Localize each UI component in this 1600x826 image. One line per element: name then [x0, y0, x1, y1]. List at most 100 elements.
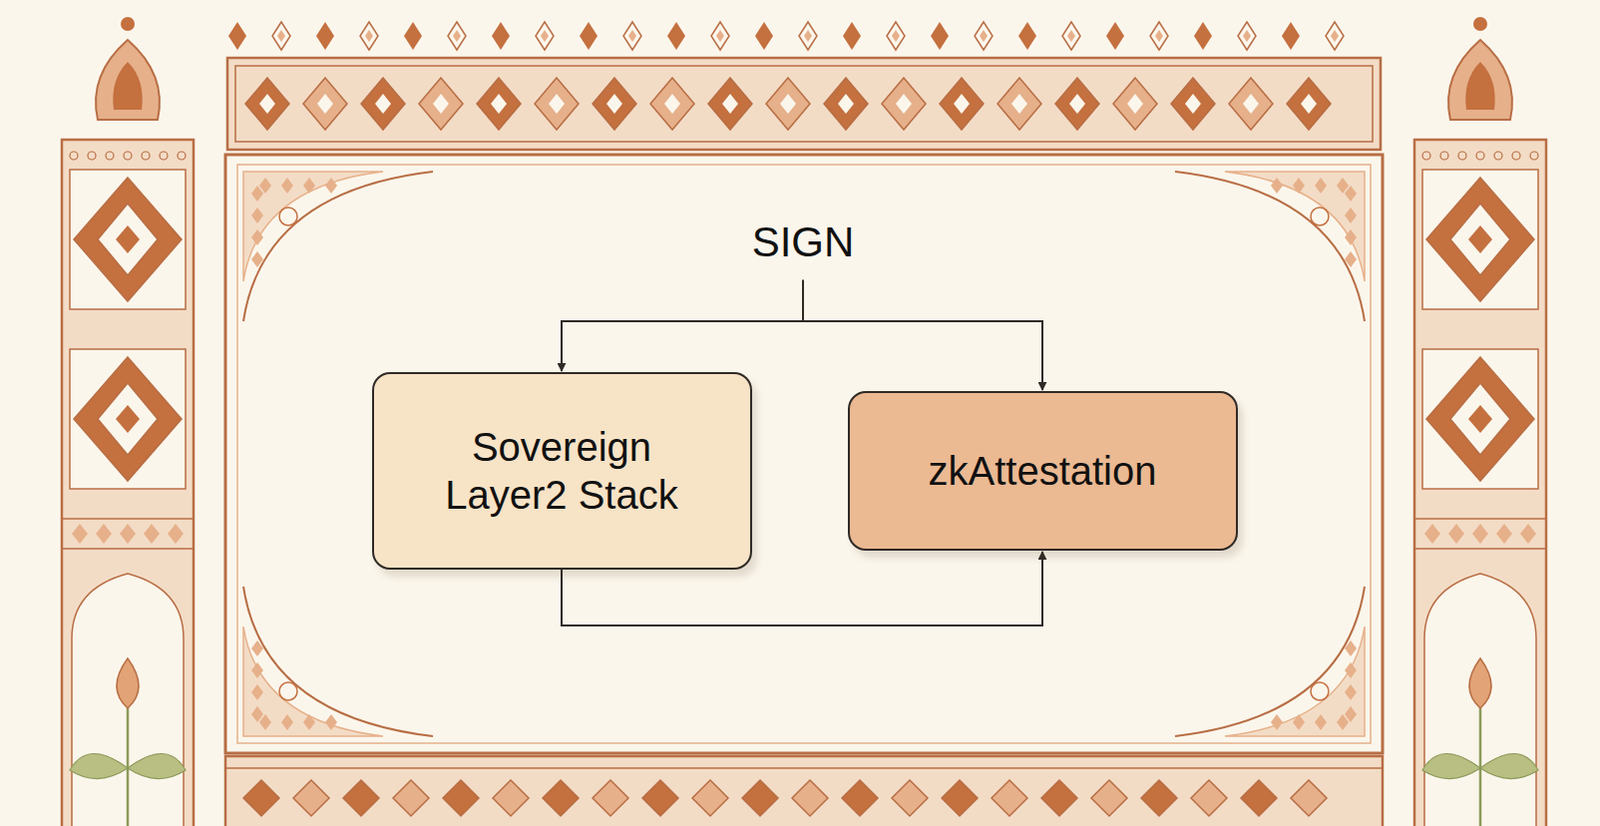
ornament	[1344, 185, 1357, 202]
ornament	[991, 780, 1028, 816]
ornament	[277, 29, 286, 42]
ornament	[251, 684, 264, 701]
ornament	[1041, 780, 1078, 816]
ornament	[490, 93, 507, 114]
ornament	[303, 177, 316, 194]
ornament	[225, 154, 1383, 754]
split-wire	[561, 321, 803, 372]
ornament	[360, 21, 379, 50]
ornament	[87, 151, 96, 160]
ornament	[115, 225, 140, 254]
ornament	[895, 93, 912, 114]
ornament	[1344, 229, 1357, 246]
ornament	[1426, 357, 1535, 481]
ornament	[432, 93, 449, 114]
ornament	[1292, 177, 1305, 194]
ornament	[1281, 21, 1300, 50]
ornament	[881, 77, 926, 130]
ornament	[279, 682, 298, 701]
ornament	[1240, 780, 1277, 816]
ornament	[1469, 658, 1492, 709]
ornament	[177, 151, 186, 160]
ornament	[1290, 780, 1327, 816]
ornament	[447, 21, 466, 50]
ornament	[1512, 151, 1521, 160]
ornament	[393, 780, 429, 816]
ornament	[766, 77, 810, 130]
ornament	[281, 714, 294, 731]
ornament	[1414, 517, 1547, 520]
ornament	[403, 21, 422, 50]
ornament	[225, 767, 1383, 770]
ornament	[716, 29, 725, 42]
ornament	[243, 626, 384, 737]
ornament	[365, 29, 374, 42]
ornament	[251, 185, 264, 202]
ornament	[1069, 93, 1086, 114]
ornament	[823, 77, 868, 130]
ornament	[71, 523, 88, 544]
ornament	[1479, 698, 1483, 826]
ornament	[1062, 21, 1081, 50]
ornament	[251, 706, 264, 723]
ornament	[69, 753, 128, 779]
ornament	[281, 177, 294, 194]
ornament	[1344, 640, 1357, 657]
ornament	[837, 93, 854, 114]
ornament	[112, 61, 142, 110]
ornament	[628, 29, 637, 42]
ornament	[540, 29, 549, 42]
ornament	[1424, 523, 1441, 544]
ornament	[61, 547, 194, 550]
ornament	[711, 21, 730, 50]
ornament	[1325, 21, 1344, 50]
ornament	[1224, 626, 1365, 737]
ornament	[159, 151, 168, 160]
ornament	[442, 780, 479, 816]
ornament	[123, 151, 132, 160]
ornament	[418, 77, 463, 130]
ornament	[1191, 780, 1227, 816]
ornament	[1224, 171, 1365, 282]
ornament	[1344, 207, 1357, 224]
ornament	[1344, 684, 1357, 701]
ornament	[375, 93, 392, 114]
ornament	[1310, 682, 1329, 701]
ornament	[535, 21, 554, 50]
ornament	[119, 523, 136, 544]
ornament	[1414, 547, 1547, 550]
ornament	[664, 93, 681, 114]
ornament	[61, 517, 194, 520]
ornament	[452, 29, 461, 42]
ornament	[243, 171, 384, 282]
ornament	[979, 29, 988, 42]
ornament	[95, 523, 112, 544]
ornament	[667, 21, 686, 50]
ornament	[1237, 21, 1256, 50]
ornament	[1465, 61, 1495, 110]
ornament	[1448, 39, 1513, 120]
ornament	[237, 164, 1371, 744]
ornament	[127, 753, 186, 779]
ornament	[361, 77, 405, 130]
ornament	[692, 780, 729, 816]
ornament	[243, 586, 433, 737]
ornament	[623, 21, 642, 50]
ornament	[606, 93, 623, 114]
ornament	[1310, 207, 1329, 226]
ornament	[592, 77, 637, 130]
ornament	[1011, 93, 1028, 114]
ornament	[1292, 714, 1305, 731]
ornament	[1242, 93, 1259, 114]
ornament	[1422, 151, 1431, 160]
ornament	[1344, 662, 1357, 679]
ornament	[293, 780, 330, 816]
ornament	[1185, 93, 1201, 114]
ornament	[1520, 523, 1537, 544]
ornament	[1426, 177, 1535, 302]
ornament	[1480, 753, 1539, 779]
ornament	[1422, 169, 1539, 310]
ornament	[1472, 523, 1489, 544]
ornament	[71, 573, 184, 826]
